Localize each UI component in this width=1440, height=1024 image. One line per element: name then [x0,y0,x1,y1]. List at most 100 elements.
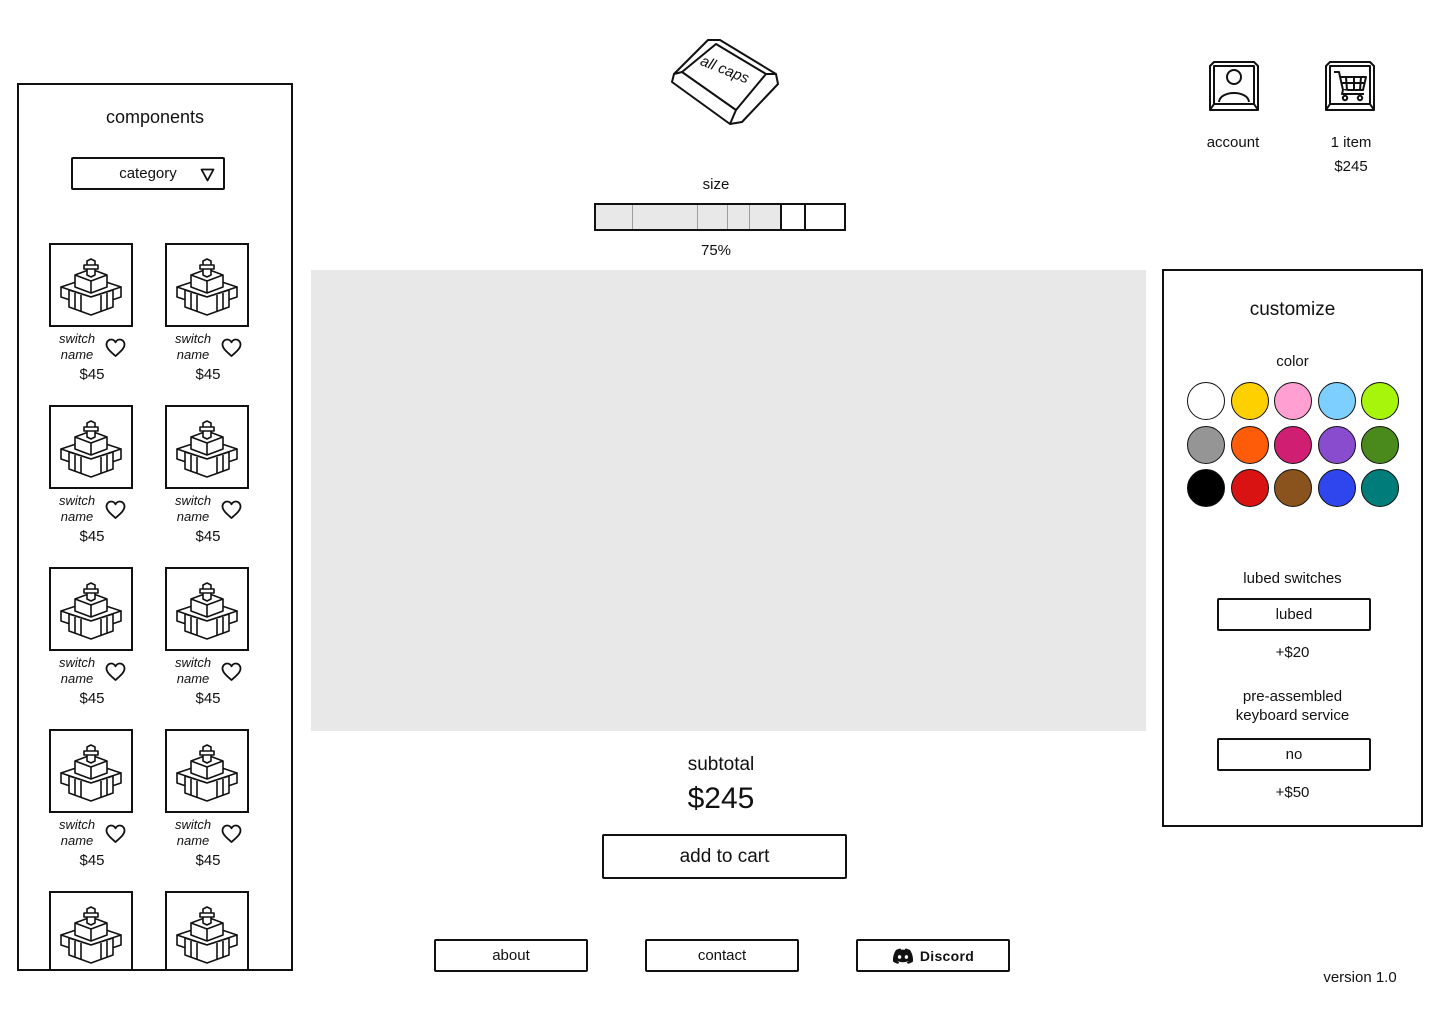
account-icon[interactable] [1208,60,1260,112]
add-to-cart-button[interactable]: add to cart [602,834,847,879]
heart-icon[interactable] [221,500,242,520]
about-button[interactable]: about [434,939,588,972]
switch-name-line1: switch [174,331,212,346]
discord-button[interactable]: Discord [856,939,1010,972]
switch-card[interactable] [165,891,249,969]
switch-thumbnail[interactable] [165,729,249,813]
switch-card[interactable]: switch name $45 [49,243,133,393]
switch-name-line2: name [176,347,210,362]
switch-thumbnail[interactable] [49,243,133,327]
color-swatch[interactable] [1230,469,1269,507]
keyboard-preview-area[interactable] [311,270,1146,731]
category-label: category [119,165,177,182]
switch-thumbnail[interactable] [49,891,133,969]
keyboard-switch-icon [60,420,122,478]
color-swatch[interactable] [1361,469,1399,507]
keyboard-switch-icon [60,744,122,802]
switch-name: switch name [165,817,221,849]
switch-card[interactable]: switch name $45 [165,405,249,555]
switch-card[interactable] [49,891,133,969]
switch-name: switch name [49,817,105,849]
color-swatch[interactable] [1361,425,1399,464]
color-swatch[interactable] [1187,469,1225,507]
color-swatch[interactable] [1361,382,1399,420]
subtotal-label: subtotal [687,754,755,775]
color-swatch[interactable] [1187,425,1225,464]
heart-icon[interactable] [105,500,126,520]
keyboard-switch-icon [176,906,238,964]
color-swatch[interactable] [1317,382,1356,420]
discord-icon [892,948,913,964]
color-swatch[interactable] [1230,425,1269,464]
heart-icon[interactable] [105,824,126,844]
switch-price: $45 [195,690,221,707]
lubed-switches-label: lubed switches [1243,570,1342,587]
switch-card[interactable]: switch name $45 [165,243,249,393]
switch-name-line1: switch [174,493,212,508]
switch-name: switch name [49,655,105,687]
keyboard-switch-icon [176,582,238,640]
color-swatch[interactable] [1187,382,1225,420]
subtotal-value: $245 [687,782,755,815]
cart-icon[interactable] [1324,60,1376,112]
switch-name: switch name [49,331,105,363]
switch-name-line2: name [176,509,210,524]
switch-card[interactable]: switch name $45 [165,567,249,717]
switch-card[interactable]: switch name $45 [49,729,133,879]
account-label[interactable]: account [1206,134,1260,151]
heart-icon[interactable] [221,662,242,682]
switch-name-line2: name [176,833,210,848]
keyboard-switch-icon [60,906,122,964]
switch-card[interactable]: switch name $45 [49,567,133,717]
switch-thumbnail[interactable] [49,729,133,813]
cart-item-count[interactable]: 1 item [1330,134,1372,151]
version-label: version 1.0 [1323,969,1397,986]
switch-name-line1: switch [58,493,96,508]
discord-label: Discord [919,947,975,964]
color-swatch[interactable] [1274,425,1312,464]
heart-icon[interactable] [105,662,126,682]
slider-tick [632,205,633,229]
switch-thumbnail[interactable] [165,405,249,489]
assembly-service-select[interactable]: no [1217,738,1371,771]
color-swatch[interactable] [1274,469,1312,507]
components-panel: components category [17,83,293,971]
switch-name-line1: switch [58,655,96,670]
switch-thumbnail[interactable] [165,243,249,327]
category-dropdown[interactable]: category [71,157,225,190]
all-caps-logo[interactable]: all caps [660,32,790,132]
color-swatch[interactable] [1317,469,1356,507]
switch-name-line2: name [60,833,94,848]
assembly-label-line1: pre-assembled [1242,688,1343,705]
slider-tick [727,205,728,229]
switch-name-line1: switch [58,331,96,346]
switch-name: switch name [49,493,105,525]
assembly-price: +$50 [1275,784,1310,801]
color-swatch[interactable] [1274,382,1312,420]
switch-thumbnail[interactable] [165,891,249,969]
contact-button[interactable]: contact [645,939,799,972]
switch-price: $45 [79,690,105,707]
switch-card[interactable]: switch name $45 [165,729,249,879]
lubed-switches-select[interactable]: lubed [1217,598,1371,631]
lubed-price: +$20 [1275,644,1310,661]
switch-name-line1: switch [58,817,96,832]
switch-thumbnail[interactable] [49,405,133,489]
switch-thumbnail[interactable] [49,567,133,651]
switch-card[interactable]: switch name $45 [49,405,133,555]
slider-tick [697,205,698,229]
switch-name-line2: name [60,509,94,524]
heart-icon[interactable] [221,824,242,844]
switch-thumbnail[interactable] [165,567,249,651]
heart-icon[interactable] [105,338,126,358]
switch-name: switch name [165,655,221,687]
color-swatch[interactable] [1230,382,1269,420]
size-slider[interactable] [594,203,846,231]
switch-name-line2: name [60,671,94,686]
keyboard-switch-icon [60,258,122,316]
keyboard-switch-icon [60,582,122,640]
heart-icon[interactable] [221,338,242,358]
switch-price: $45 [195,852,221,869]
color-swatch[interactable] [1317,425,1356,464]
size-value: 75% [700,242,732,259]
